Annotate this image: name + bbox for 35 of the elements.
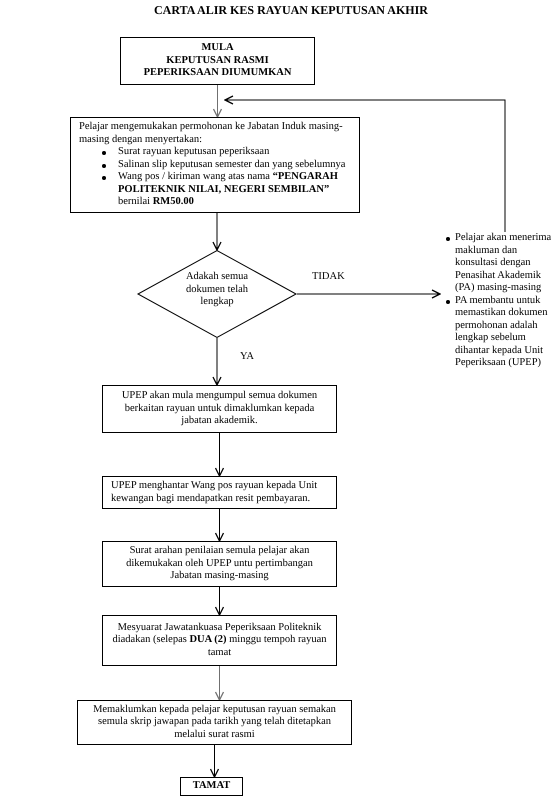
- bullet-text: Wang pos / kiriman wang atas nama “PENGARAH POLITEKNIK NILAI, NEGERI SEMBILAN” bernilai RM50.00: [118, 171, 339, 208]
- step-text: Surat arahan penilaian semula pelajar akan dikemukakan oleh UPEP untu pertimbangan Jabatan masing-masing: [125, 545, 314, 583]
- process-box: [77, 700, 352, 745]
- step-text: UPEP menghantar Wang pos rayuan kepada Unit kewangan bagi mendapatkan resit pembayaran.: [111, 480, 318, 505]
- step-text: Pelajar mengemukakan permohonan ke Jabatan Induk masing-masing dengan menyertakan:: [79, 121, 344, 146]
- flow-arrow: [296, 289, 441, 299]
- step-text: Memaklumkan kepada pelajar keputusan rayuan semakan semula skrip jawapan pada tarikh yang telah ditetapkan melalui surat rasmi: [92, 704, 337, 742]
- flow-arrow: [212, 338, 222, 386]
- process-box: [102, 615, 337, 666]
- flow-arrow: [210, 744, 220, 778]
- flow-arrow: [212, 212, 222, 251]
- decision-diamond: [137, 250, 297, 338]
- bullet-text: Salinan slip keputusan semester dan yang sebelumnya: [118, 158, 346, 171]
- bullet-text: PA membantu untuk memastikan dokumen permohonan adalah lengkap sebelum dihantar kepada Unit Peperiksaan (UPEP): [455, 294, 548, 370]
- step-text: TAMAT: [192, 780, 232, 793]
- start-box: [120, 37, 315, 85]
- step-text: UPEP akan mula mengumpul semua dokumen berkaitan rayuan untuk dimaklumkan kepada jabatan akademik.: [120, 390, 318, 428]
- step-text: KEPUTUSAN RASMI PEPERIKSAAN DIUMUMKAN: [142, 54, 292, 80]
- process-box: [102, 476, 337, 509]
- bullet-text: Pelajar akan menerima makluman dan konsultasi dengan Penasihat Akademik (PA) masing-masing: [455, 232, 552, 294]
- flow-arrow: [214, 508, 224, 542]
- flow-arrow: [224, 95, 506, 232]
- bullet-text: Surat rayuan keputusan peperiksaan: [118, 146, 270, 158]
- step-text: Mesyuarat Jawatankuasa Peperiksaan Politeknik diadakan (selepas DUA (2) minggu tempoh rayuan tamat: [111, 622, 328, 660]
- process-box: [102, 541, 337, 587]
- flow-arrow: [214, 666, 224, 701]
- diagram-title: CARTA ALIR KES RAYUAN KEPUTUSAN AKHIR: [154, 3, 428, 17]
- process-box: [102, 385, 337, 433]
- flow-arrow: [214, 432, 224, 477]
- heading-text: MULA: [200, 42, 235, 55]
- flow-arrow: [214, 586, 224, 616]
- question-text: Adakah semua dokumen telah lengkap: [184, 271, 250, 309]
- flow-arrow: [212, 84, 222, 118]
- end-box: [180, 777, 243, 796]
- process-box: [70, 117, 360, 213]
